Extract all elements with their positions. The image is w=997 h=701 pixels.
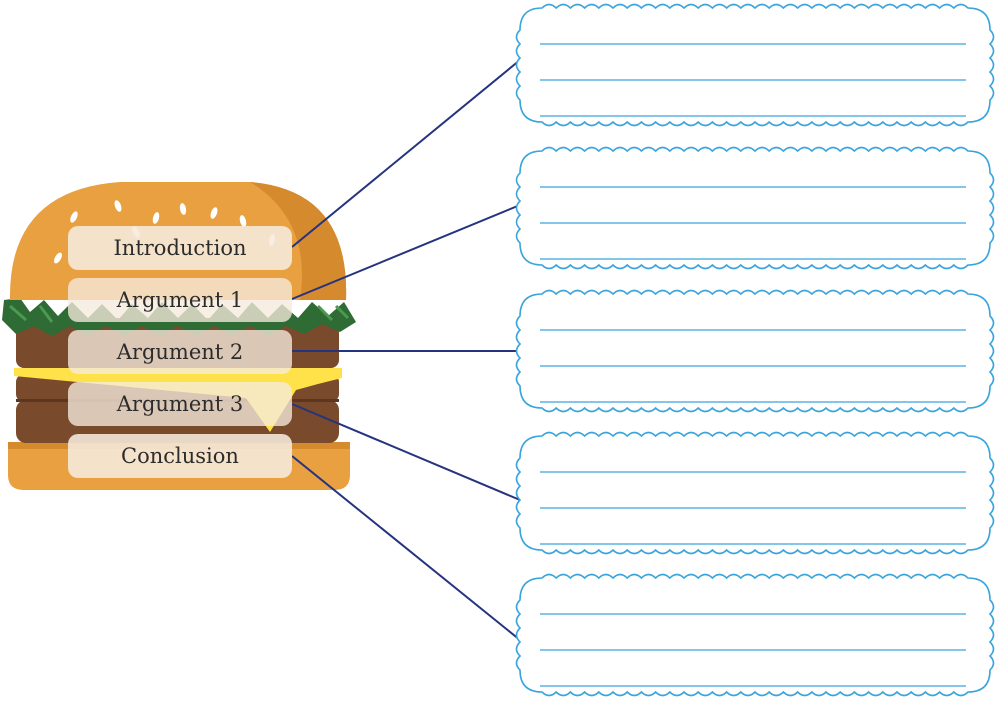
connector-introduction	[291, 59, 521, 248]
label-argument-2: Argument 2	[68, 330, 292, 374]
sesame-seed	[152, 212, 160, 224]
sesame-seed	[54, 252, 62, 264]
label-box	[68, 434, 292, 478]
label-text-argument-2: Argument 2	[116, 340, 244, 364]
note-box-border	[515, 573, 995, 697]
connector-conclusion	[291, 455, 521, 641]
sesame-seed	[114, 200, 122, 212]
connector-argument-1	[291, 204, 521, 300]
label-text-argument-3: Argument 3	[116, 392, 244, 416]
label-box	[68, 330, 292, 374]
label-text-introduction: Introduction	[114, 236, 247, 260]
section-labels: Introduction Argument 1 Argument 2 Argum…	[68, 226, 292, 478]
label-text-argument-1: Argument 1	[116, 288, 244, 312]
connector-lines	[291, 59, 521, 641]
label-introduction: Introduction	[68, 226, 292, 270]
connector-argument-3	[291, 403, 521, 501]
sesame-seed	[179, 203, 187, 215]
note-box-border	[515, 146, 995, 270]
label-text-conclusion: Conclusion	[121, 444, 239, 468]
sesame-seed	[210, 207, 218, 219]
note-boxes	[515, 3, 995, 697]
note-box-border	[515, 431, 995, 555]
note-box-argument-3[interactable]	[515, 431, 995, 555]
note-box-argument-1[interactable]	[515, 146, 995, 270]
note-box-introduction[interactable]	[515, 3, 995, 127]
note-box-border	[515, 289, 995, 413]
label-argument-3: Argument 3	[68, 382, 292, 426]
note-box-conclusion[interactable]	[515, 573, 995, 697]
sesame-seed	[70, 211, 78, 223]
sesame-seed	[239, 215, 247, 227]
label-box	[68, 226, 292, 270]
note-box-argument-2[interactable]	[515, 289, 995, 413]
label-argument-1: Argument 1	[68, 278, 292, 322]
label-conclusion: Conclusion	[68, 434, 292, 478]
label-box	[68, 382, 292, 426]
label-box	[68, 278, 292, 322]
note-box-border	[515, 3, 995, 127]
lettuce-highlight	[9, 304, 350, 323]
